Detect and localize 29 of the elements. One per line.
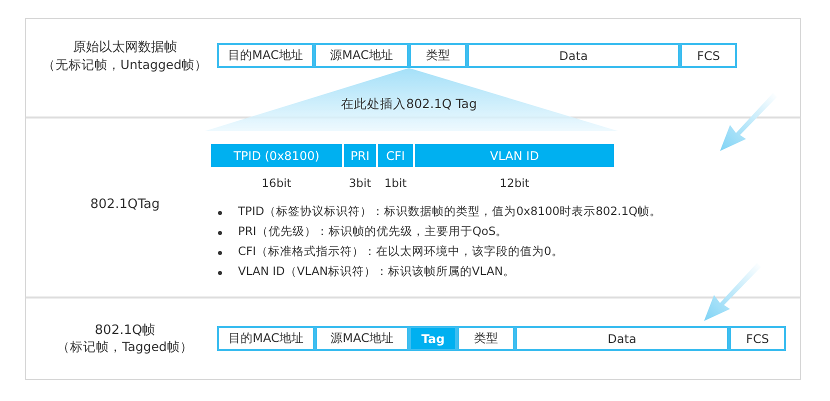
insertion-note: 在此处插入802.1Q Tag <box>341 96 477 113</box>
bullet-text: VLAN ID（VLAN标识符）：标识该帧所属的VLAN。 <box>238 264 515 279</box>
bit-width-label: 1bit <box>384 176 407 190</box>
frame-field: Data <box>515 326 729 351</box>
frame-field: 类型 <box>409 43 467 68</box>
frame-title: 802.1Q帧 <box>94 322 156 339</box>
bullet-text: TPID（标签协议标识符）：标识数据帧的类型，值为0x8100时表示802.1Q帧。 <box>238 204 662 219</box>
frame-subtitle: （标记帧，Tagged帧） <box>57 339 193 356</box>
frame-field: 源MAC地址 <box>315 326 409 351</box>
frame-field: Data <box>467 43 680 68</box>
frame-subtitle: （无标记帧，Untagged帧） <box>42 57 208 74</box>
frame-field: 目的MAC地址 <box>217 326 315 351</box>
frame-field: 源MAC地址 <box>314 43 409 68</box>
frame-field: FCS <box>680 43 737 68</box>
frame-field: TPID (0x8100) <box>210 143 343 168</box>
tag-title: 802.1QTag <box>90 197 160 212</box>
frame-field: 目的MAC地址 <box>217 43 314 68</box>
frame-field: 类型 <box>457 326 515 351</box>
frame-field: Tag <box>409 326 457 351</box>
frame-field: CFI <box>377 143 414 168</box>
bit-width-label: 16bit <box>262 176 292 190</box>
bit-width-label: 3bit <box>348 176 372 190</box>
bit-width-label: 12bit <box>500 176 530 190</box>
frame-field: FCS <box>729 326 786 351</box>
frame-field: PRI <box>343 143 377 168</box>
frame-title: 原始以太网数据帧 <box>73 39 177 56</box>
bullet-text: PRI（优先级）：标识帧的优先级，主要用于QoS。 <box>238 224 508 239</box>
frame-field: VLAN ID <box>414 143 615 168</box>
bullet-text: CFI（标准格式指示符）：在以太网环境中，该字段的值为0。 <box>238 244 564 259</box>
